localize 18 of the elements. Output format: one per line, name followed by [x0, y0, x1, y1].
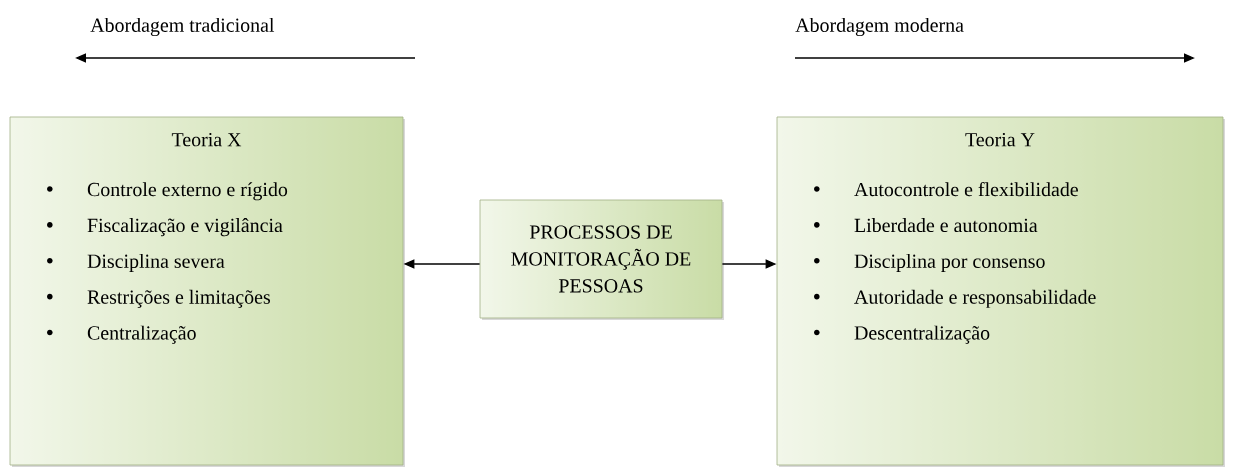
- bullet-item: Fiscalização e vigilância: [47, 218, 283, 237]
- bullet-item: Liberdade e autonomia: [814, 218, 1038, 233]
- approach-label: Abordagem moderna: [795, 17, 964, 37]
- bullet-item: Disciplina severa: [47, 253, 225, 272]
- bullet-item: Disciplina por consenso: [814, 253, 1045, 272]
- node-text: PROCESSOS DE MONITORAÇÃO DE PESSOAS: [511, 225, 691, 293]
- text-box: [776, 116, 1225, 467]
- text-box: [9, 116, 405, 467]
- bullet-item: Descentralização: [814, 325, 990, 344]
- bullet-item: Autoridade e responsabilidade: [814, 289, 1096, 308]
- bullet-item: Autocontrole e flexibilidade: [814, 182, 1078, 197]
- approach-label: Abordagem tradicional: [90, 17, 275, 37]
- bullet-item: Centralização: [47, 325, 196, 344]
- bullet-item: Controle externo e rígido: [47, 182, 288, 201]
- bullet-item: Restrições e limitações: [47, 289, 270, 308]
- box-heading: Teoria X: [171, 133, 242, 147]
- text-box: [479, 199, 724, 320]
- box-heading: Teoria Y: [965, 133, 1035, 147]
